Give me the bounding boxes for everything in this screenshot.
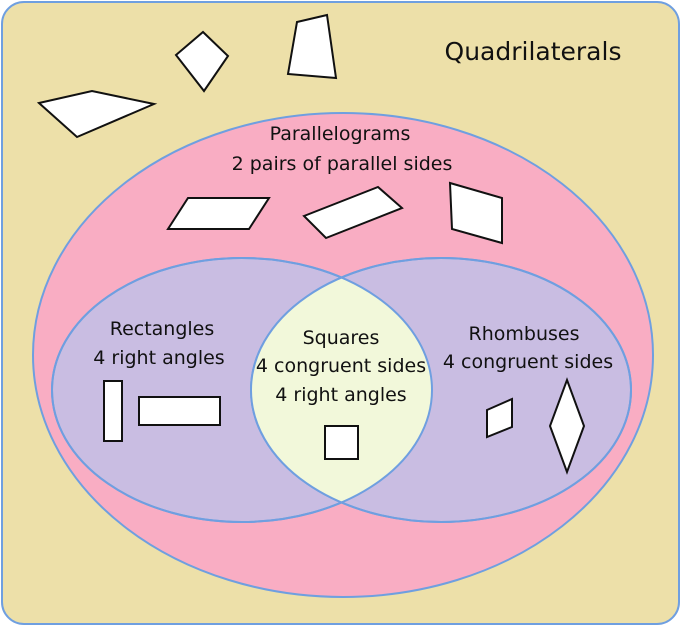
square-shape <box>324 425 359 460</box>
irregular-quadrilateral-shape <box>36 89 158 139</box>
parallelogram-shape-1 <box>166 197 271 230</box>
rectangles-property: 4 right angles <box>93 347 224 369</box>
rhombus-shape-small <box>486 397 513 439</box>
parallelograms-property: 2 pairs of parallel sides <box>232 153 453 175</box>
squares-label: Squares <box>303 327 380 349</box>
parallelogram-shape-3 <box>448 181 503 245</box>
parallelogram-shape-2 <box>302 185 404 240</box>
rhombuses-label: Rhombuses <box>469 323 580 345</box>
trapezoid-shape <box>286 13 338 80</box>
squares-property-2: 4 right angles <box>275 384 406 406</box>
rhombuses-outline <box>250 257 632 523</box>
rhombuses-property: 4 congruent sides <box>443 351 613 373</box>
parallelograms-label: Parallelograms <box>270 123 411 145</box>
rectangles-label: Rectangles <box>110 318 215 340</box>
rectangle-shape-wide <box>138 396 221 426</box>
rectangles-outline <box>51 257 433 523</box>
rectangle-shape-tall <box>103 380 123 442</box>
diagram-title: Quadrilaterals <box>445 37 622 66</box>
squares-property-1: 4 congruent sides <box>256 355 426 377</box>
rhombus-shape-diamond <box>548 377 586 475</box>
kite-shape <box>174 30 230 93</box>
